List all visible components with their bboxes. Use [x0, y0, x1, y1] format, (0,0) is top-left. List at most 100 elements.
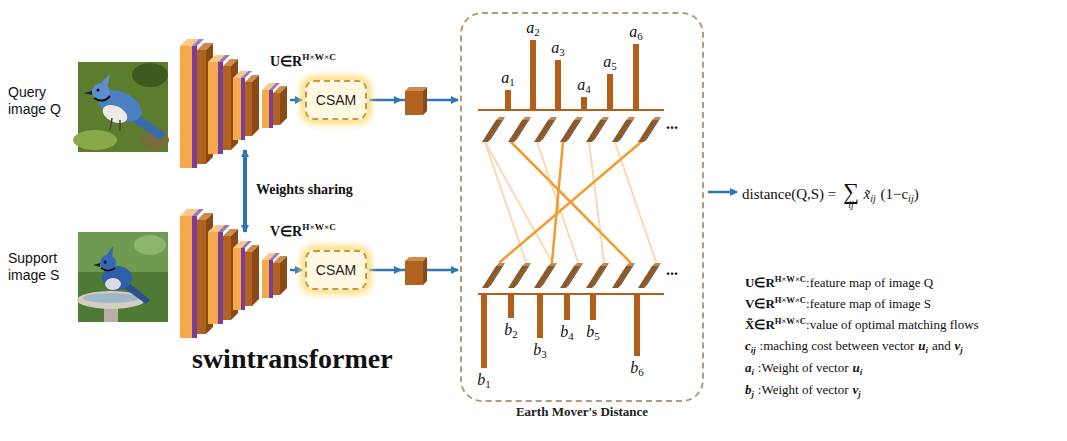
feature-vectors	[638, 263, 661, 288]
text-label: cij:maching cost between vectoruiandvj	[745, 338, 963, 355]
feature-vectors	[482, 117, 661, 288]
arrow-head	[394, 96, 402, 274]
weight-bars	[633, 44, 639, 110]
matching-flow	[485, 142, 552, 262]
label-part: ...	[666, 261, 678, 278]
text-label: a6	[629, 22, 642, 44]
feature-vectors	[508, 117, 531, 142]
matching-flow	[589, 142, 604, 262]
label-part: b	[560, 323, 568, 340]
text-label: V∈RH×W×C	[270, 222, 336, 240]
text-label: bj:Weight of vectorvj	[745, 382, 861, 399]
feature-vectors	[560, 263, 583, 288]
query-photo	[110, 118, 112, 130]
support-photo	[134, 235, 166, 255]
support-photo	[93, 263, 100, 267]
attention-module: CSAM	[305, 250, 367, 290]
text-label: ai:Weight of vectorui	[745, 360, 862, 377]
emd-region: Earth Mover's Distance	[460, 12, 704, 402]
label-part: b	[745, 382, 752, 397]
node-label: CSAM	[316, 92, 356, 108]
label-part: U∈R	[745, 275, 775, 290]
feature-vectors	[534, 117, 557, 142]
label-part: ij	[870, 193, 876, 204]
support-photo	[105, 278, 121, 290]
label-part: H×W×C	[775, 274, 806, 284]
label-part: Weights sharing	[256, 182, 353, 197]
support-photo	[83, 293, 139, 303]
label-part: :Weight of vector	[758, 382, 849, 397]
support-photo	[106, 246, 113, 259]
text-label: distance(Q,S) =∑x̃ij(1−cij)	[742, 178, 919, 205]
weight-bars	[508, 294, 514, 318]
flow-arrow	[708, 191, 737, 194]
support-photo	[100, 255, 116, 271]
text-label: a3	[551, 38, 564, 60]
label-part: swintransformer	[192, 343, 393, 374]
feature-vectors	[638, 117, 661, 142]
feature-vectors	[508, 263, 531, 288]
label-part: )	[914, 186, 919, 202]
weight-bars	[478, 40, 664, 368]
label-part: 4	[568, 330, 573, 342]
label-part: :Weight of vector	[758, 360, 849, 375]
support-photo	[78, 232, 168, 272]
label-part: :maching cost between vector	[760, 338, 915, 353]
label-part: :feature map of image Q	[806, 275, 933, 290]
feature-vectors	[560, 117, 583, 142]
text-label: a5	[603, 52, 616, 74]
text-label: a2	[526, 18, 539, 40]
label-part: V∈R	[270, 224, 302, 239]
label-part: j	[960, 345, 962, 355]
weight-bars	[581, 97, 587, 110]
query-photo	[73, 130, 117, 150]
label-part: Support image S	[8, 250, 59, 283]
label-part: 6	[637, 30, 642, 42]
text-label: b5	[586, 322, 599, 344]
text-label: b4	[560, 322, 573, 344]
text-label: ...	[666, 114, 678, 133]
weight-bars	[634, 294, 640, 356]
label-part: v	[852, 382, 858, 397]
weight-bars	[481, 294, 487, 368]
feature-vector-block	[405, 257, 427, 285]
feature-vectors	[612, 117, 635, 142]
label-part: :feature map of image S	[806, 296, 931, 311]
text-label: U∈RH×W×C	[270, 52, 336, 70]
text-label: Query image Q	[8, 84, 72, 118]
node-label: Earth Mover's Distance	[432, 404, 732, 420]
label-part: i	[752, 367, 754, 377]
matching-flow	[485, 142, 656, 262]
label-part: b	[533, 341, 541, 358]
label-part: b	[504, 321, 512, 338]
label-part: U∈R	[270, 54, 302, 69]
node-label: CSAM	[316, 262, 356, 278]
weight-bars	[537, 294, 543, 338]
support-photo	[101, 268, 115, 271]
label-part: ij	[751, 345, 756, 355]
text-label: b2	[504, 320, 517, 342]
label-part: 2	[534, 26, 539, 38]
label-part: :value of optimal matching flows	[806, 317, 979, 332]
weight-bars	[564, 294, 570, 320]
weight-bars	[530, 40, 536, 110]
matching-flow	[552, 142, 563, 262]
flow-arrow	[243, 150, 247, 232]
label-part: 1	[485, 378, 490, 390]
label-part: 3	[559, 46, 564, 58]
label-part: 1	[509, 76, 514, 88]
text-label: a1	[501, 68, 514, 90]
label-part: i	[926, 345, 928, 355]
query-photo	[132, 63, 168, 87]
label-part: v	[955, 338, 961, 353]
feature-vectors	[534, 263, 557, 288]
label-part: and	[932, 338, 951, 353]
label-part: ...	[666, 115, 678, 132]
label-part: H×W×C	[302, 222, 336, 232]
weight-bars	[555, 60, 561, 110]
label-part: u	[852, 360, 859, 375]
label-part: X̃∈R	[745, 317, 775, 332]
label-part: x̃	[864, 186, 871, 202]
text-label: V∈RH×W×C:feature map of image S	[745, 295, 931, 312]
